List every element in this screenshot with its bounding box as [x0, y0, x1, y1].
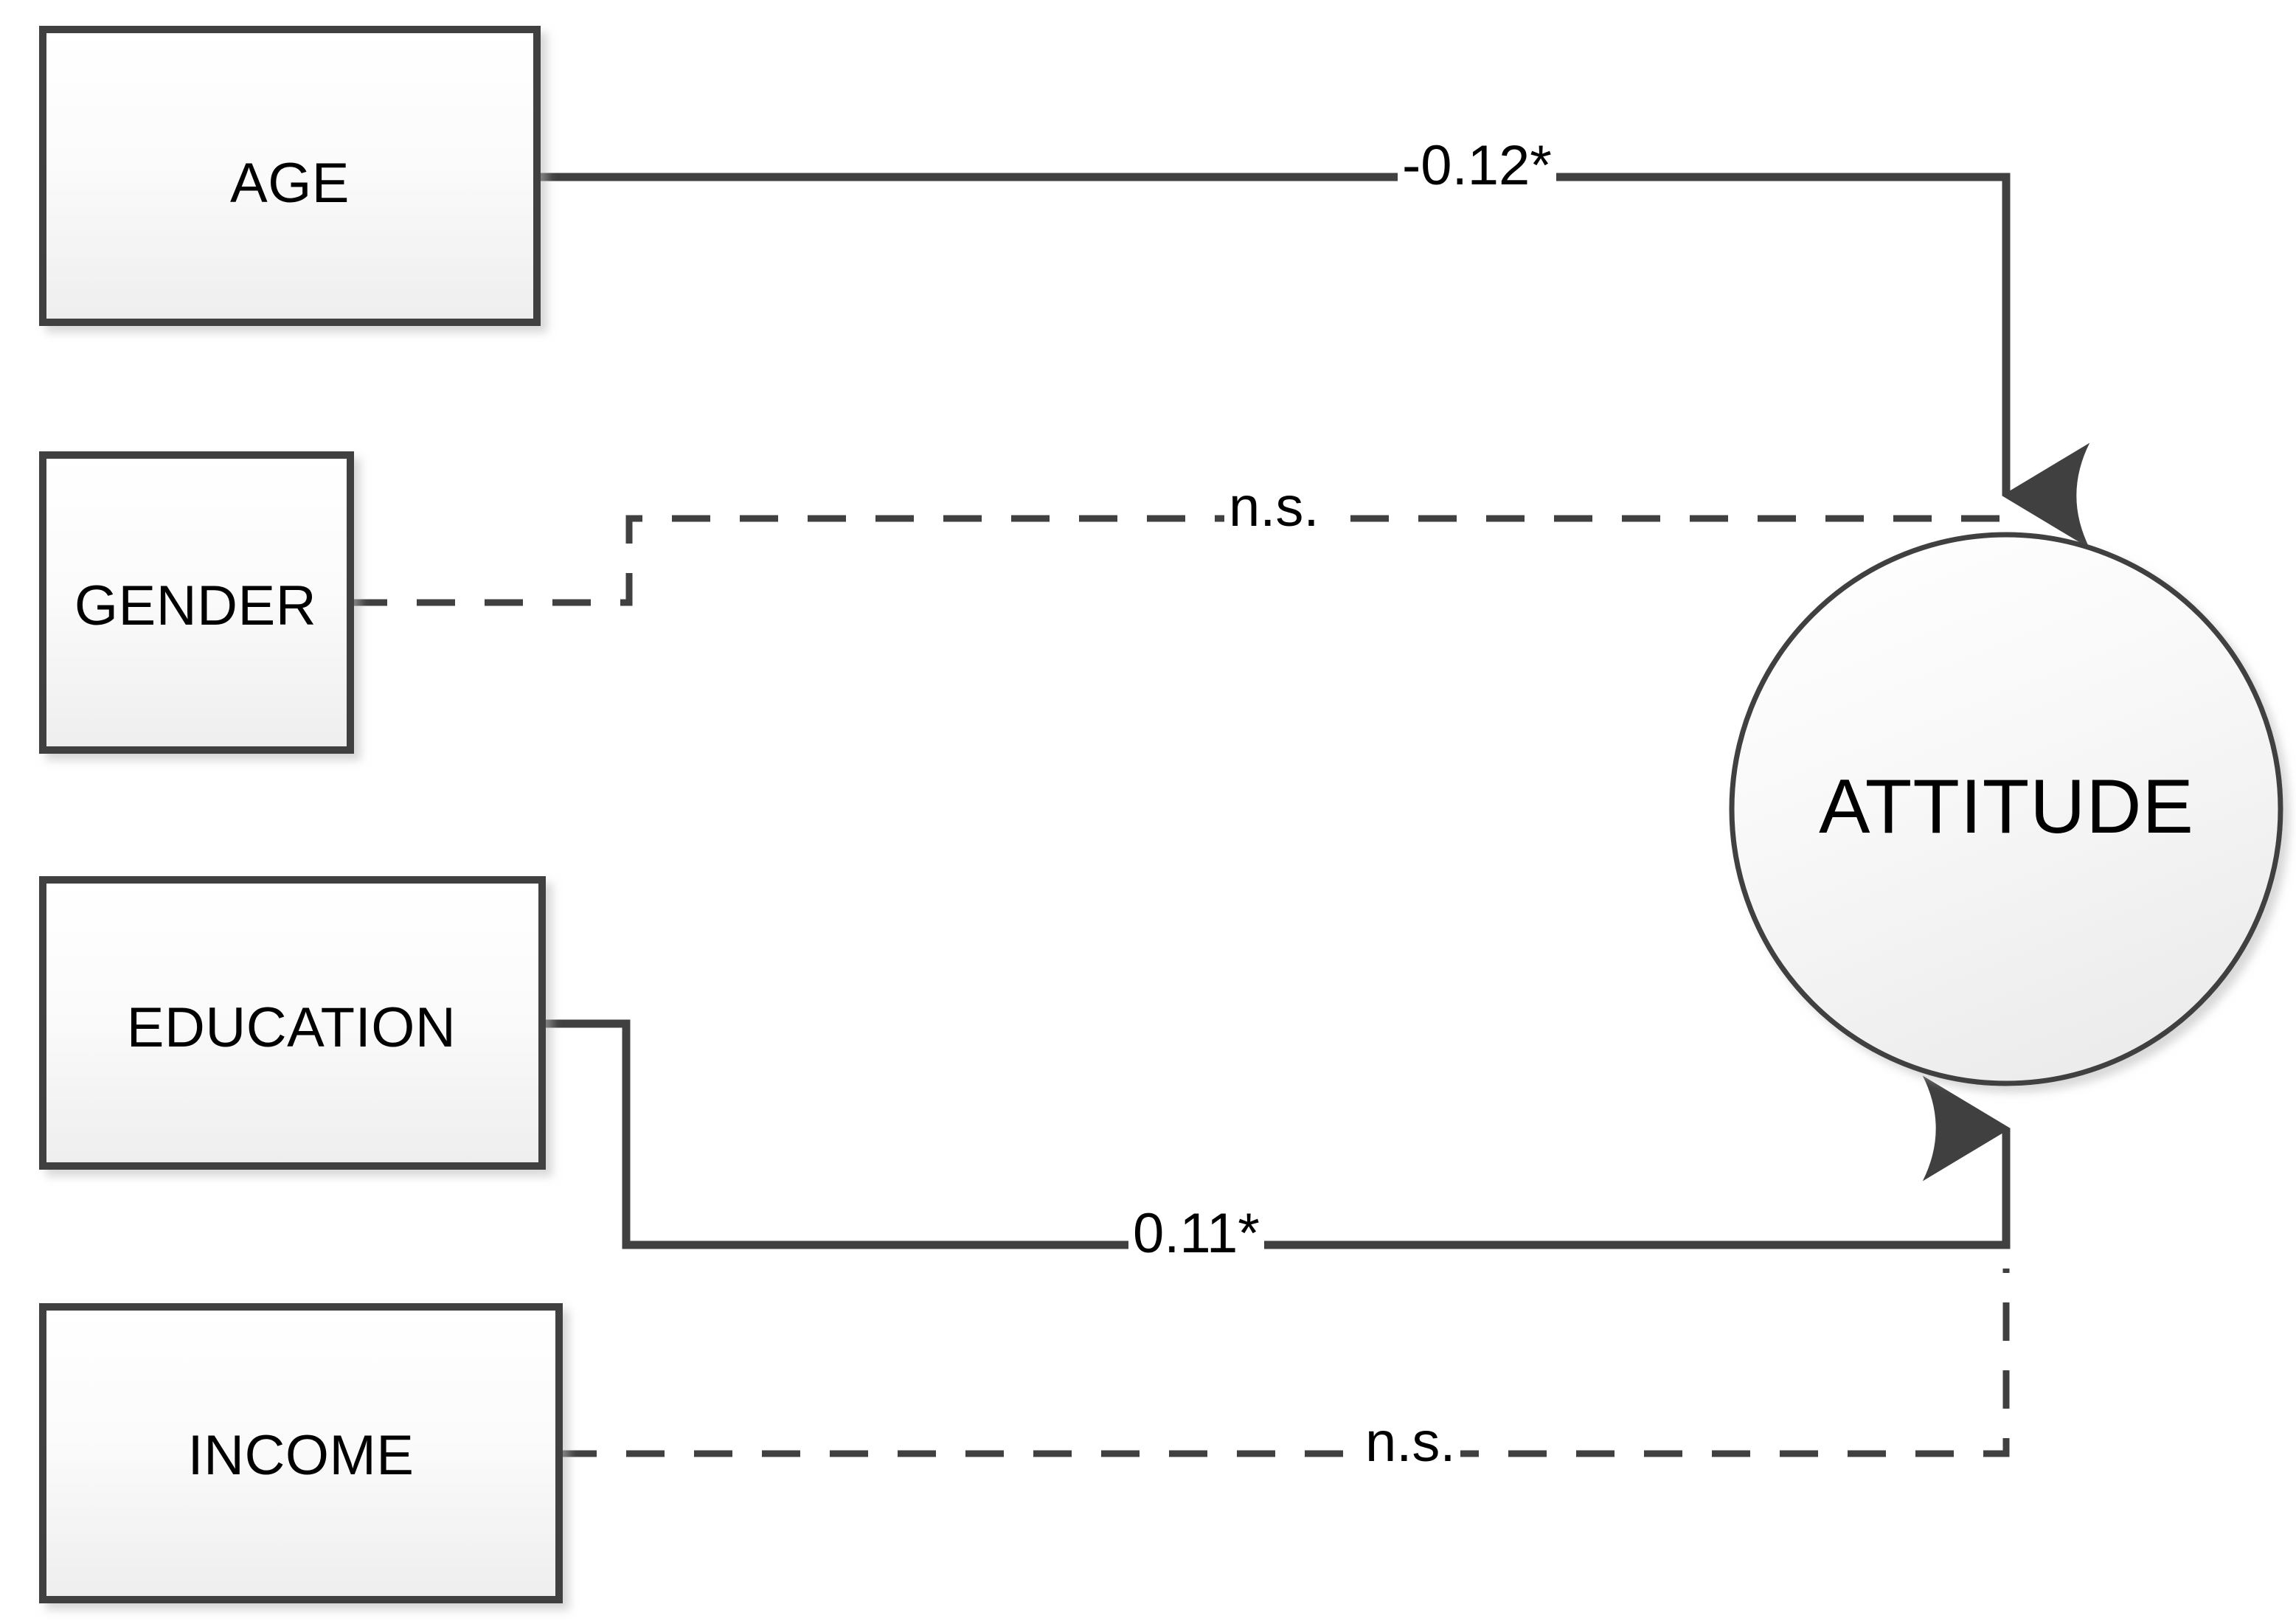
path-label-gender: n.s. — [1224, 478, 1324, 537]
path-education-to-attitude[interactable] — [541, 1019, 2011, 1249]
node-attitude[interactable] — [1729, 532, 2283, 1086]
path-label-income: n.s. — [1361, 1413, 1460, 1472]
path-gender-to-attitude[interactable] — [349, 515, 2005, 606]
path-age-to-attitude[interactable] — [536, 173, 2090, 549]
path-label-education: 0.11* — [1128, 1204, 1264, 1263]
node-age[interactable] — [39, 26, 541, 326]
node-gender[interactable] — [39, 451, 354, 754]
path-income-to-attitude[interactable] — [558, 1269, 2010, 1457]
node-education[interactable] — [39, 876, 546, 1170]
path-label-age: -0.12* — [1398, 136, 1556, 195]
node-income[interactable] — [39, 1303, 563, 1603]
